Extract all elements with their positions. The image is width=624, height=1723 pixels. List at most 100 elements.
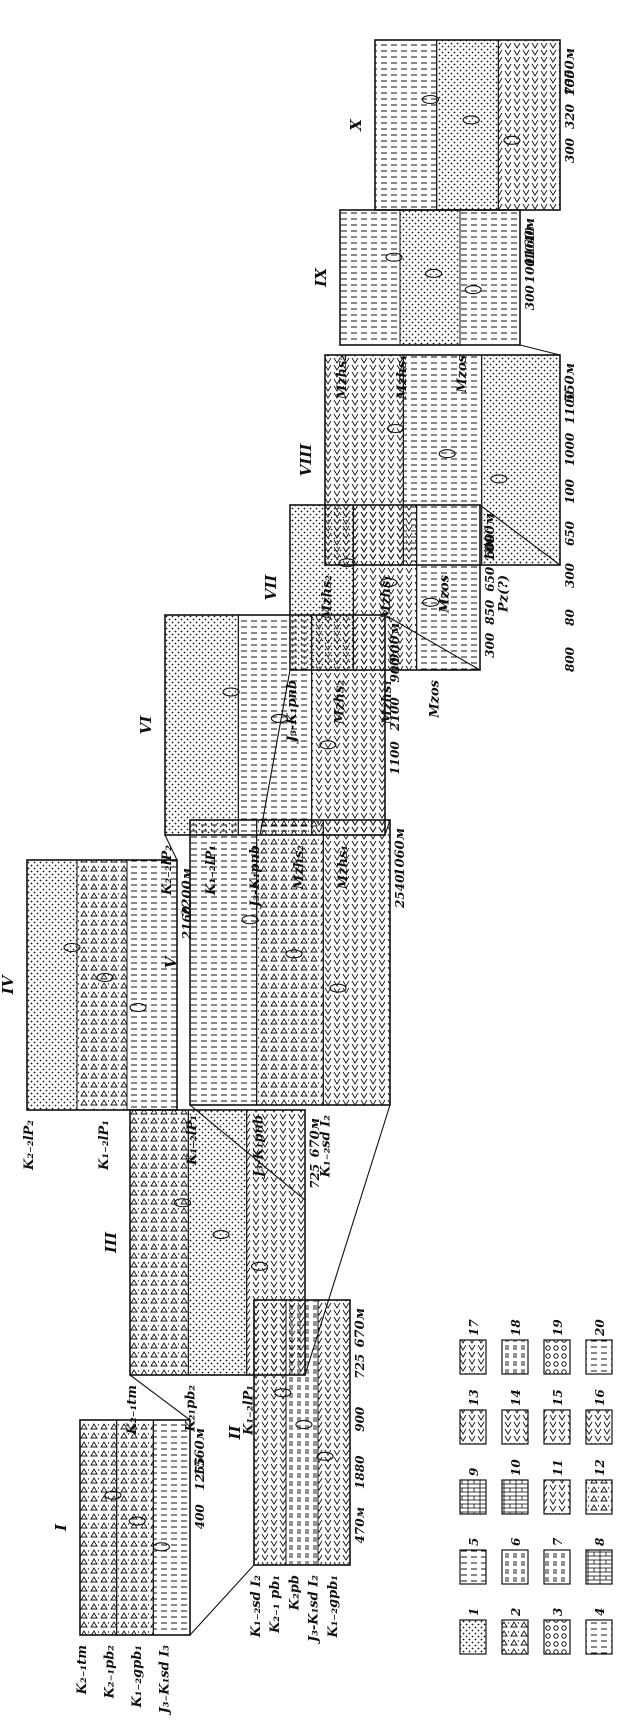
legend-number: 14 — [509, 1389, 523, 1406]
column-number-viii: VIII — [297, 443, 315, 477]
formation-label: Mzhs₂ — [320, 575, 335, 621]
formation-label: Mzhs₂ — [335, 355, 350, 401]
formation-label: Mzhs₂ — [333, 680, 348, 726]
legend-item-12: 12 — [586, 1459, 612, 1514]
legend-number: 7 — [551, 1537, 565, 1546]
lithology-band — [460, 210, 520, 345]
legend-item-5: 5 — [460, 1538, 486, 1584]
legend-item-15: 15 — [544, 1389, 570, 1444]
formation-label: K₂₋₁pb₂ — [103, 1645, 118, 1700]
legend-number: 18 — [509, 1319, 523, 1336]
formation-label: Mzos — [455, 354, 470, 393]
formation-label: K₁₋₂gpb₁ — [130, 1645, 145, 1709]
thickness-tick: 900 — [388, 657, 402, 683]
legend-number: 3 — [551, 1608, 565, 1616]
legend-swatch — [586, 1620, 612, 1654]
formation-label: K₁₋₂gpb₁ — [326, 1575, 341, 1639]
formation-label: J₃-K₁pnb — [248, 845, 263, 910]
column-number-v: V — [162, 955, 180, 968]
legend-number: 19 — [551, 1319, 565, 1336]
lithology-band — [80, 1420, 117, 1635]
legend-number: 2 — [509, 1608, 523, 1617]
legend-number: 6 — [509, 1537, 523, 1546]
thickness-tick: 300 — [483, 632, 497, 658]
formation-label: Mzos — [428, 679, 443, 718]
lithology-band — [498, 40, 560, 210]
legend-swatch — [502, 1340, 528, 1374]
lithology-band — [323, 820, 390, 1105]
lithology-band — [318, 1300, 350, 1565]
legend-item-3: 3 — [544, 1608, 570, 1654]
lithology-band — [375, 40, 437, 210]
legend-item-19: 19 — [544, 1319, 570, 1374]
thickness-tick: 100 — [563, 478, 577, 504]
column-number-iii: III — [102, 1231, 120, 1254]
legend-swatch — [460, 1480, 486, 1514]
thickness-tick: 2160 — [180, 905, 194, 940]
column-number-ix: IX — [312, 267, 330, 288]
correlation-line — [520, 345, 560, 355]
thickness-tick: 470м — [353, 1507, 367, 1543]
formation-label: Mzhs₁ — [379, 575, 394, 620]
column-ix — [340, 210, 520, 345]
thickness-tick: 1880 — [353, 1455, 367, 1489]
formation-label: Pz(?) — [496, 575, 511, 613]
legend-number: 13 — [467, 1389, 481, 1406]
legend-item-14: 14 — [502, 1389, 528, 1444]
formation-label: Mzhs₁ — [336, 845, 351, 890]
formation-label: J₃-K₁sd I₂ — [307, 1575, 322, 1645]
formation-label: J₃-K₁pnb — [252, 1115, 267, 1180]
thickness-top: 900м — [388, 623, 403, 663]
formation-label: Mzhs₁ — [395, 355, 410, 400]
thickness-tick: 400 — [193, 1504, 207, 1530]
thickness-tick: 600 — [483, 533, 497, 559]
formation-label: K₁₋₂lP₁ — [97, 1120, 112, 1171]
thickness-tick: 725 — [353, 1354, 367, 1379]
legend-swatch — [586, 1340, 612, 1374]
formation-label: K₁₋₂lP₁ — [204, 845, 219, 896]
legend-swatch — [586, 1480, 612, 1514]
legend-item-16: 16 — [586, 1389, 612, 1444]
formation-label: K₁₋₂lP₁ — [185, 1115, 200, 1166]
thickness-tick: 300 — [523, 285, 537, 311]
legend-swatch — [544, 1550, 570, 1584]
thickness-tick: 320 — [563, 103, 577, 129]
formation-label: Mzhs₁ — [380, 680, 395, 725]
lithology-band — [437, 40, 499, 210]
thickness-tick: 800 — [563, 646, 577, 672]
legend-swatch — [460, 1410, 486, 1444]
formation-label: K₂₋₁ pb₁ — [268, 1575, 283, 1634]
legend-item-18: 18 — [502, 1319, 528, 1374]
legend-item-17: 17 — [460, 1319, 486, 1374]
thickness-tick: 1100 — [388, 741, 402, 775]
legend-number: 17 — [467, 1319, 481, 1336]
legend-number: 4 — [593, 1608, 607, 1616]
formation-label: Mzos — [438, 574, 453, 613]
column-iii — [130, 1110, 305, 1375]
thickness-tick: 650 — [563, 520, 577, 546]
formation-label: K₂pb — [287, 1575, 302, 1611]
legend-item-10: 10 — [502, 1459, 528, 1514]
thickness-tick: 750 — [563, 69, 577, 95]
legend-swatch — [502, 1410, 528, 1444]
thickness-tick: 300 — [563, 137, 577, 163]
legend-swatch — [502, 1480, 528, 1514]
legend-swatch — [544, 1480, 570, 1514]
formation-label: K₁₋₂sd I₂ — [249, 1575, 264, 1639]
thickness-top: 1060м — [393, 828, 408, 877]
legend-swatch — [586, 1550, 612, 1584]
thickness-tick: 80 — [563, 609, 577, 626]
legend-swatch — [586, 1410, 612, 1444]
lithology-band — [340, 210, 400, 345]
formation-label: K₂₋₂lP₂ — [22, 1120, 37, 1171]
legend-number: 20 — [593, 1319, 607, 1337]
legend-number: 8 — [593, 1537, 607, 1546]
correlation-line — [190, 1565, 254, 1635]
legend-item-11: 11 — [544, 1459, 570, 1514]
legend-number: 16 — [593, 1389, 607, 1406]
thickness-tick: 1100 — [563, 390, 577, 424]
legend-swatch — [502, 1620, 528, 1654]
